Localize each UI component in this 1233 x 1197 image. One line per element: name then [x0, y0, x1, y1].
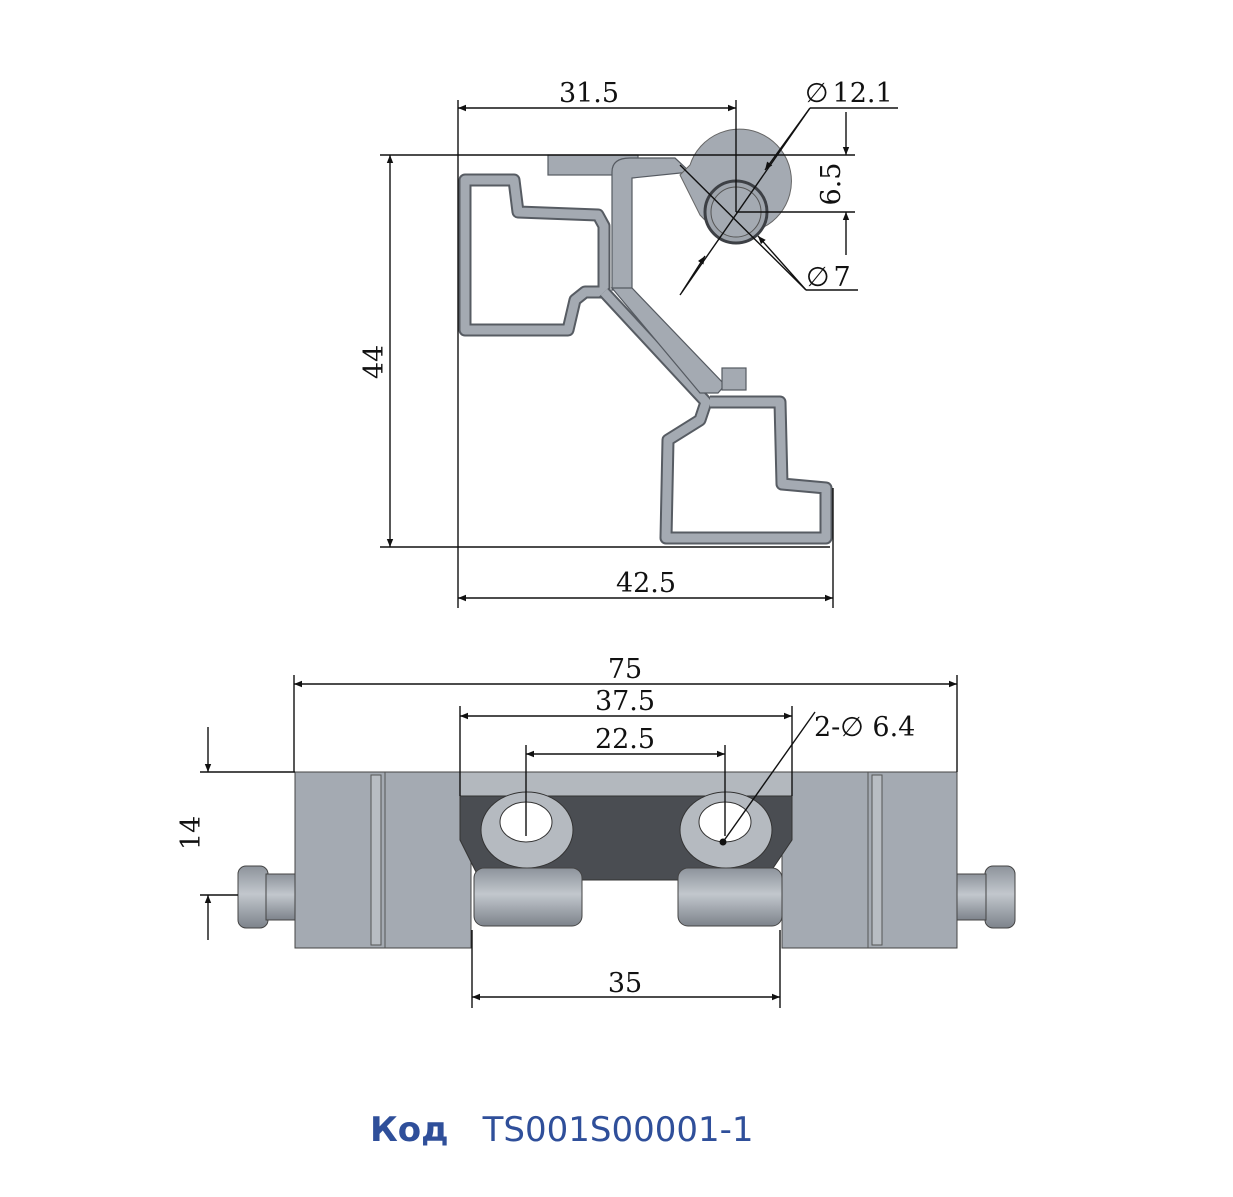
front-dimension-lines: [200, 675, 958, 1008]
dim-knuckle-span: 35: [608, 968, 642, 999]
dim-diameter-outer: ∅12.1: [805, 78, 893, 109]
dim-diameter-pin-value: 7: [834, 262, 851, 293]
profile-view: 31.5 ∅12.1 6.5 ∅7 44 42.5: [359, 78, 898, 608]
dim-holes: 2-∅ 6.4: [814, 712, 915, 743]
product-code: Код TS001S00001-1: [370, 1110, 754, 1150]
hinge-leaf-right: [781, 771, 958, 949]
knuckle-barrels: [473, 867, 783, 927]
dim-width-top: 31.5: [559, 78, 619, 109]
end-pin-left: [237, 865, 297, 929]
end-pin-right: [955, 865, 1016, 929]
front-view: 75 37.5 22.5 2-∅ 6.4 14 35: [176, 654, 1016, 1008]
hinge-leaf-left: [294, 771, 472, 949]
dim-diameter-pin: ∅7: [806, 262, 851, 293]
mounting-plate: [459, 771, 793, 881]
dim-overall-length: 75: [608, 654, 642, 685]
dim-offset: 6.5: [816, 163, 847, 206]
dim-thickness: 14: [176, 816, 207, 850]
profile-dimension-lines: [380, 100, 898, 608]
dim-diameter-outer-value: 12.1: [833, 78, 893, 109]
dim-hole-span-inner: 22.5: [595, 724, 655, 755]
dim-width-bottom: 42.5: [616, 568, 676, 599]
product-code-value: TS001S00001-1: [482, 1110, 754, 1150]
profile-outline: [458, 173, 833, 545]
product-code-label: Код: [370, 1110, 449, 1150]
dim-height: 44: [359, 345, 390, 379]
hinge-leaf-plate: [547, 154, 747, 394]
dim-hole-span-outer: 37.5: [595, 686, 655, 717]
